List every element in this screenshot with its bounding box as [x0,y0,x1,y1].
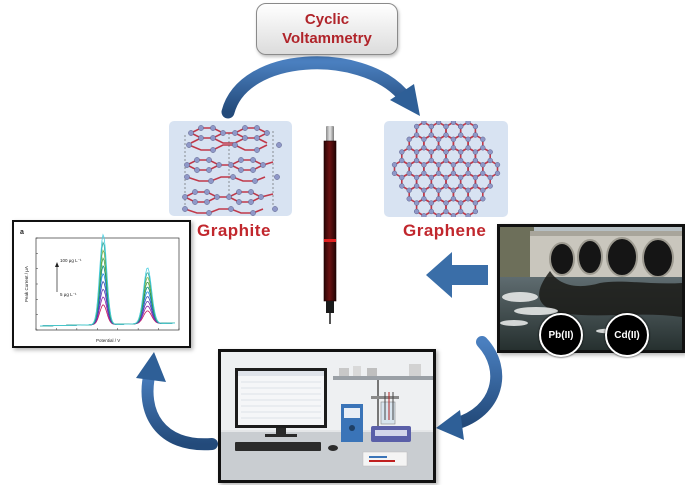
keyboard [235,442,321,451]
left-arrow [426,252,488,298]
right-curved-arrow [436,336,503,440]
voltammogram-curve [40,233,175,327]
sludge-flow [539,271,682,317]
graphite-label: Graphite [197,221,271,240]
graphite-atoms [182,125,282,216]
computer-monitor [235,368,327,437]
x-axis-label: Potential / V [96,338,120,343]
pb-ion-badge: Pb(II) [539,313,583,357]
river-scene [500,227,682,350]
printed-sheet [362,451,408,467]
title-line-2: Voltammetry [282,30,372,47]
graphene-structure [384,119,508,219]
electrode [323,126,337,324]
voltammogram-axes [35,237,180,331]
graphene-lattice-illustration [391,119,501,219]
graphene-atoms [391,119,501,219]
title-line-1: Cyclic [304,11,350,28]
graphite-lattice-illustration [182,125,282,216]
electrode-wire [329,313,331,324]
electrode-cap [326,126,334,142]
title-box: Cyclic Voltammetry [256,3,398,55]
panel-letter: a [20,229,24,236]
electrochemical-cell-stand [371,380,399,440]
mouse [328,445,338,451]
shelf-items [339,364,421,376]
concentration-high: 100 μg L⁻¹ [60,258,82,263]
lab-setup-photo [218,349,436,483]
potentiostat [341,404,363,442]
top-curved-arrow [221,56,420,119]
culvert-openings [549,237,674,278]
graphite-structure [169,121,292,216]
graphene-label: Graphene [403,221,487,240]
lab-scene [221,352,433,480]
y-axis-label: Peak Current / μA [24,266,29,302]
voltammogram-plot: a Peak Current / μA Potential / V 100 μg… [20,229,180,343]
voltammogram-figure: a Peak Current / μA Potential / V 100 μg… [12,220,191,348]
electrode-band [324,239,336,242]
concentration-low: 5 μg L⁻¹ [60,292,77,297]
electrode-body [323,140,337,302]
cd-ion-badge: Cd(II) [605,313,649,357]
river-outfall-photo [497,224,685,353]
shelf [333,376,433,380]
voltammogram-curves [40,233,175,327]
magnetic-stirrer [371,426,411,442]
electrode-tip [326,301,334,313]
left-curved-arrow [136,352,218,451]
